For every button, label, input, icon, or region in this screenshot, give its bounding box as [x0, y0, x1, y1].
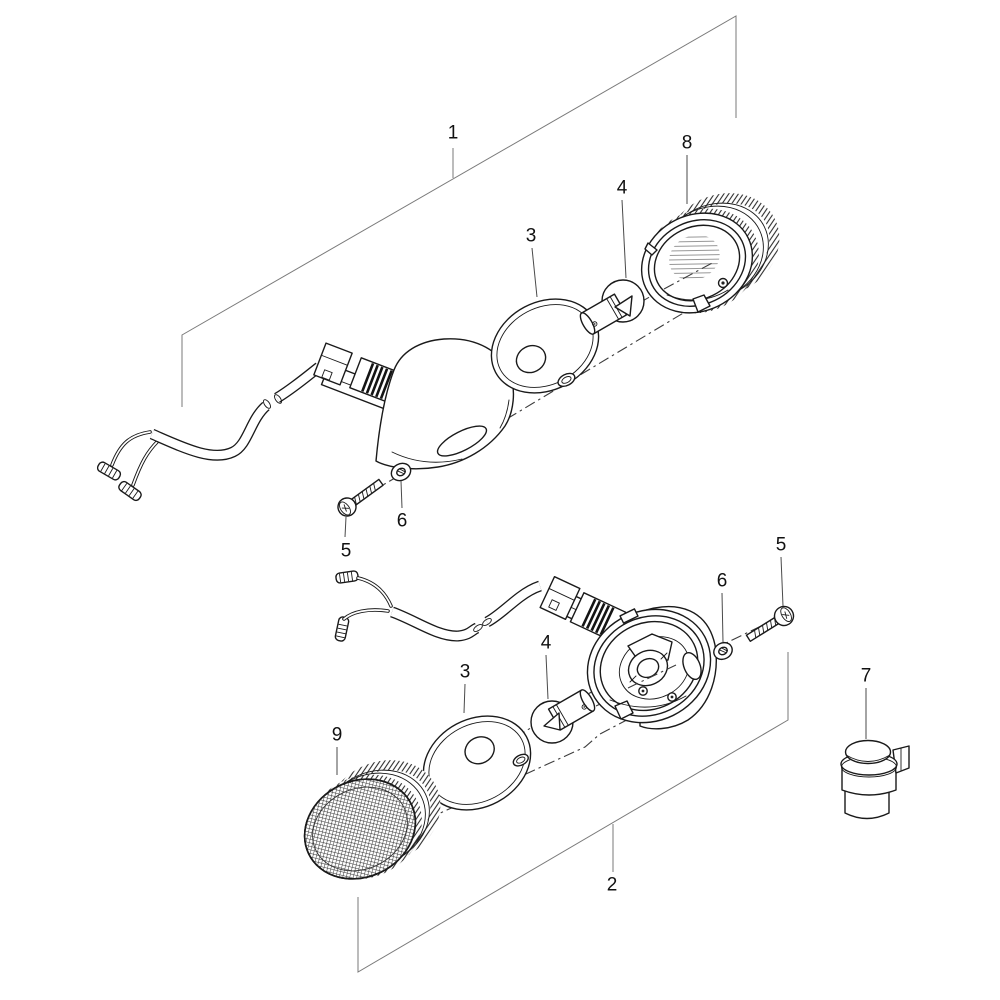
wire-terminal-icon [96, 461, 122, 481]
callout-bulb-front: 4 [616, 177, 628, 199]
callout-front-turn-signal-assembly: 1 [447, 122, 459, 144]
flasher-relay-part [840, 739, 910, 820]
washer-rear [713, 641, 733, 661]
callout-gasket-front: 3 [525, 225, 537, 247]
callout-screw-rear: 5 [775, 534, 787, 556]
bulb-rear [530, 689, 596, 744]
housing-tab [619, 608, 639, 624]
housing-slot [436, 425, 488, 457]
screw-front [337, 478, 384, 517]
wire-harness-rear [334, 570, 542, 642]
washer-front [390, 462, 412, 482]
wire-terminal-icon [335, 570, 359, 584]
rim-notch [692, 294, 711, 313]
callout-rear-turn-signal-assembly: 2 [606, 874, 618, 896]
callout-bulb-rear: 4 [540, 632, 552, 654]
callout-lens: 9 [331, 724, 343, 746]
bullet-housing-front [375, 338, 515, 470]
mount-stem-front [313, 342, 428, 423]
screw-rear [745, 605, 795, 643]
callout-flasher-relay: 7 [860, 665, 872, 687]
bulb-filament [543, 712, 561, 731]
wire-harness-front [96, 362, 323, 502]
wire-terminal-icon [118, 480, 142, 502]
gasket-front [490, 298, 600, 394]
lens-rim-part [640, 193, 780, 314]
bulb-front [579, 279, 645, 335]
callout-washer-rear: 6 [716, 570, 728, 592]
reflector-texture [669, 234, 720, 281]
gasket-rear [422, 715, 532, 811]
housing-rear [586, 605, 717, 730]
callout-screw-front: 5 [340, 540, 352, 562]
leader-lines [336, 155, 867, 775]
bracket-front-group [181, 15, 737, 407]
callout-gasket-rear: 3 [459, 661, 471, 683]
bracket-rear-group [357, 652, 789, 973]
rim-tab [644, 242, 658, 256]
callout-washer-front: 6 [396, 510, 408, 532]
lens-part [303, 760, 441, 880]
callout-lens-rim: 8 [681, 132, 693, 154]
housing-slot [682, 651, 702, 681]
lens-texture [303, 778, 417, 880]
bulb-filament [614, 295, 633, 317]
wire-terminal-icon [334, 616, 350, 642]
